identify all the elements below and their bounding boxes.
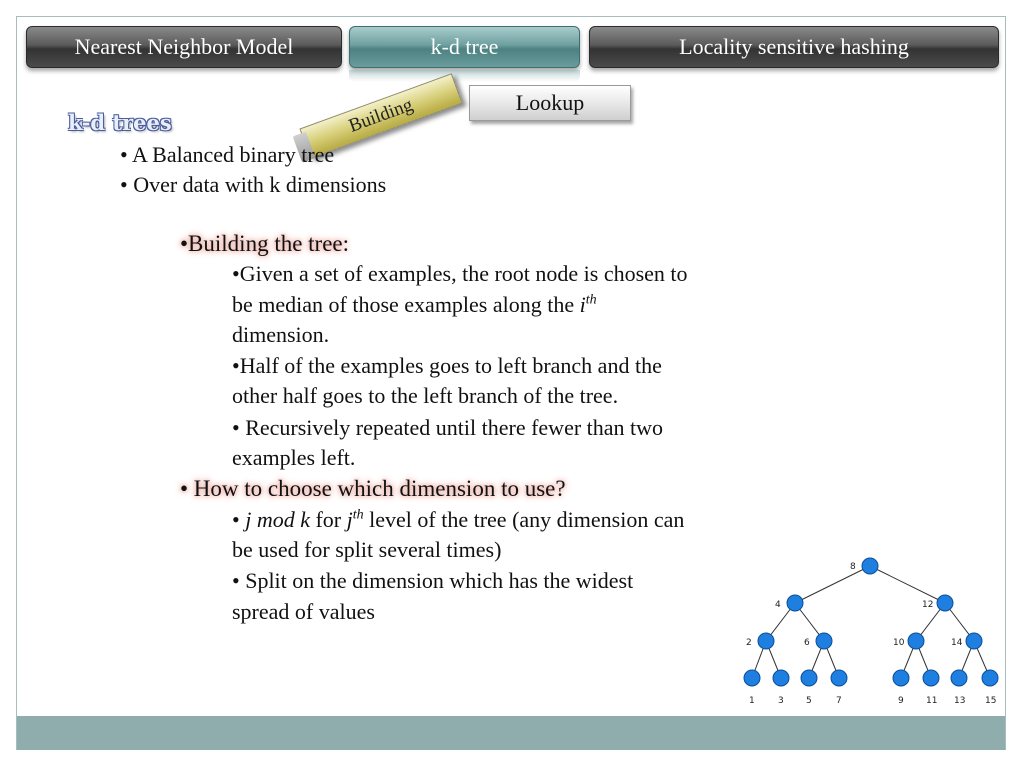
leaf-label: 15 — [985, 696, 996, 706]
leaf-label: 7 — [836, 696, 842, 706]
choose-j: j — [346, 507, 353, 532]
tree-labels: 8 4 12 2 6 10 14 1 3 5 7 9 11 13 15 — [746, 562, 996, 706]
tree-node — [950, 669, 968, 687]
choose-text-1b: be used for split several times) — [232, 537, 502, 562]
kd-tree-diagram: 8 4 12 2 6 10 14 1 3 5 7 9 11 13 15 — [735, 548, 1005, 714]
choose-dimension-heading: • How to choose which dimension to use? — [180, 476, 566, 501]
tree-node — [907, 632, 925, 650]
tree-node — [965, 632, 983, 650]
footer-bar — [17, 716, 1005, 750]
bullet-balanced-binary-tree: • A Balanced binary tree — [120, 142, 335, 167]
tree-node — [936, 594, 954, 612]
bullet-k-dimensions: • Over data with k dimensions — [120, 172, 387, 197]
node-label: 14 — [951, 638, 963, 648]
tab-reflection — [349, 70, 580, 82]
node-label: 6 — [804, 638, 810, 648]
tree-node — [922, 669, 940, 687]
choose-text-2b: spread of values — [232, 599, 375, 624]
node-label-root: 8 — [850, 562, 856, 572]
tree-node — [815, 632, 833, 650]
choose-text-1a: • j mod k for jth level of the tree (any… — [232, 505, 684, 535]
tree-node — [743, 669, 761, 687]
building-text-i-sup: th — [585, 292, 597, 308]
building-text-i: i — [579, 292, 586, 317]
building-text-3a: • Recursively repeated until there fewer… — [232, 415, 664, 440]
choose-rest: level of the tree (any dimension can — [363, 507, 685, 532]
node-label: 4 — [775, 600, 781, 610]
building-the-tree-heading: •Building the tree: — [180, 231, 350, 256]
building-text-1b-main: be median of those examples along the — [232, 292, 580, 317]
tab-nearest-neighbor-model[interactable]: Nearest Neighbor Model — [26, 26, 342, 68]
subtab-lookup[interactable]: Lookup — [469, 85, 631, 121]
leaf-label: 13 — [954, 696, 965, 706]
choose-for: for — [309, 507, 347, 532]
tab-kd-tree[interactable]: k-d tree — [349, 26, 580, 68]
tree-nodes — [743, 557, 999, 687]
tree-node — [786, 594, 804, 612]
node-label: 2 — [746, 638, 752, 648]
tree-node — [892, 669, 910, 687]
tree-node — [830, 669, 848, 687]
choose-bullet: • — [232, 507, 246, 532]
section-heading: k-d trees — [68, 110, 172, 135]
leaf-label: 1 — [749, 696, 755, 706]
tree-edges — [751, 565, 991, 679]
tree-node — [772, 669, 790, 687]
tree-node — [981, 669, 999, 687]
tree-node — [757, 632, 775, 650]
choose-jmodk: j mod k — [245, 507, 310, 532]
node-label: 12 — [922, 600, 933, 610]
tree-node — [800, 669, 818, 687]
leaf-label: 9 — [898, 696, 904, 706]
tree-node — [861, 557, 879, 575]
building-text-3b: examples left. — [232, 445, 356, 470]
choose-text-2a: • Split on the dimension which has the w… — [232, 568, 634, 593]
building-text-1b: be median of those examples along the it… — [232, 290, 597, 320]
node-label: 10 — [893, 638, 905, 648]
leaf-label: 5 — [806, 696, 812, 706]
leaf-label: 3 — [778, 696, 784, 706]
leaf-label: 11 — [926, 696, 937, 706]
choose-j-sup: th — [352, 507, 364, 523]
building-text-1a: •Given a set of examples, the root node … — [232, 261, 688, 286]
building-text-1c: dimension. — [232, 322, 330, 347]
building-text-2b: other half goes to the left branch of th… — [232, 383, 619, 408]
building-text-2a: •Half of the examples goes to left branc… — [232, 353, 662, 378]
tab-locality-sensitive-hashing[interactable]: Locality sensitive hashing — [589, 26, 999, 68]
